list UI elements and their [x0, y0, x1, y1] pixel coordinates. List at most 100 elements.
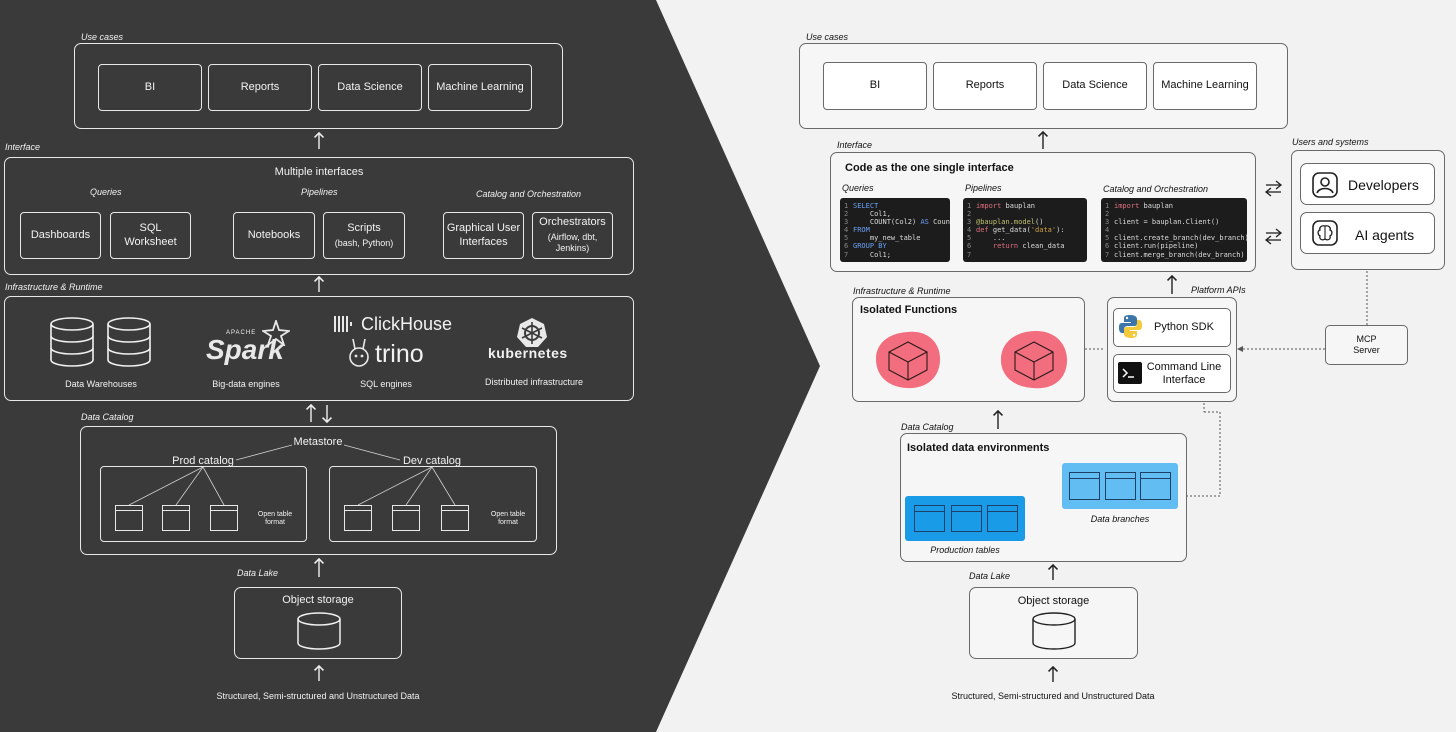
prod-table-1-icon	[115, 505, 143, 531]
left-infra-panel	[4, 296, 634, 401]
right-use-case-machine-learning: Machine Learning	[1153, 62, 1257, 110]
platform-apis-caption: Platform APIs	[1191, 285, 1246, 295]
users-caption: Users and systems	[1292, 137, 1369, 147]
left-pipelines-caption: Pipelines	[301, 187, 338, 197]
left-interface-caption: Interface	[5, 142, 41, 152]
right-use-case-bi: BI	[823, 62, 927, 110]
dev-format-note: Open table format	[490, 511, 526, 527]
right-storage-cylinder-icon	[1032, 612, 1076, 650]
notebooks-box: Notebooks	[233, 212, 315, 259]
prod-catalog-label: Prod catalog	[172, 455, 234, 467]
right-use-case-data-science: Data Science	[1043, 62, 1147, 110]
left-storage-cylinder-icon	[297, 612, 341, 650]
production-table-1-icon	[914, 505, 945, 532]
data-warehouses-label: Data Warehouses	[65, 379, 137, 389]
spark-logo-small: APACHE	[226, 330, 257, 336]
metastore-label: Metastore	[293, 436, 343, 448]
prod-table-2-icon	[162, 505, 190, 531]
sql-code-line: 2 Col1,	[844, 210, 891, 219]
left-object-storage-label: Object storage	[282, 594, 354, 606]
sql-worksheet-box: SQL Worksheet	[110, 212, 191, 259]
function-cube-1-icon	[876, 331, 941, 389]
catalog-code-line: 4	[1105, 226, 1110, 235]
right-interface-caption: Interface	[837, 140, 873, 150]
prod-format-note: Open table format	[257, 511, 293, 527]
sql-code-line: 5 my_new_table	[844, 234, 921, 243]
brain-icon	[1312, 220, 1338, 246]
right-infra-caption: Infrastructure & Runtime	[853, 286, 951, 296]
prod-catalog-box	[100, 466, 307, 542]
production-tables-box	[905, 496, 1025, 541]
dev-table-2-icon	[392, 505, 420, 531]
orchestrators-label: Orchestrators	[539, 216, 606, 229]
right-object-storage-label: Object storage	[1017, 595, 1090, 607]
mcp-server-box: MCP Server	[1325, 325, 1408, 365]
big-data-label: Big-data engines	[212, 379, 280, 389]
dev-catalog-box	[329, 466, 537, 542]
branch-table-1-icon	[1069, 472, 1100, 500]
isolated-data-env-title: Isolated data environments	[907, 442, 1050, 454]
left-catalog-panel-caption: Data Catalog	[81, 412, 134, 422]
pipeline-code-line: 2	[967, 210, 972, 219]
orchestrators-sub: (Airflow, dbt, Jenkins)	[547, 232, 598, 254]
user-exchange-arrows	[1264, 180, 1283, 245]
right-catalog-caption: Catalog and Orchestration	[1103, 184, 1209, 194]
pipeline-code-line: 7	[967, 250, 972, 259]
database-stack-icon	[50, 317, 151, 367]
pipeline-code-line: 6 return clean_data	[967, 242, 1065, 251]
left-use-case-data-science: Data Science	[318, 64, 422, 111]
production-table-3-icon	[987, 505, 1018, 532]
trino-logo: trino	[375, 340, 424, 368]
right-use-case-reports: Reports	[933, 62, 1037, 110]
developers-label: Developers	[1348, 177, 1419, 193]
scripts-sub: (bash, Python)	[334, 238, 394, 249]
left-catalog-panel	[80, 426, 557, 555]
right-lake-caption: Data Lake	[969, 571, 1011, 581]
python-sdk-label: Python SDK	[1154, 321, 1214, 333]
right-pipelines-caption: Pipelines	[965, 183, 1002, 193]
left-interface-title: Multiple interfaces	[274, 166, 364, 178]
trino-bunny-icon	[349, 338, 369, 367]
left-use-cases-caption: Use cases	[81, 32, 124, 42]
isolated-functions-title: Isolated Functions	[860, 304, 958, 316]
kubernetes-logo: kubernetes	[488, 345, 568, 361]
clickhouse-bars-icon	[334, 316, 352, 332]
distributed-label: Distributed infrastructure	[484, 377, 584, 387]
dotted-connectors	[939, 271, 1368, 497]
left-catalog-tree-lines	[128, 444, 456, 506]
clickhouse-logo: ClickHouse	[361, 314, 453, 334]
catalog-code-line: 2	[1105, 210, 1110, 219]
terminal-icon	[1118, 362, 1142, 384]
right-use-cases-caption: Use cases	[806, 32, 849, 42]
left-object-storage-box	[234, 587, 402, 659]
ai-agents-label: AI agents	[1355, 227, 1415, 243]
branch-table-2-icon	[1105, 472, 1136, 500]
left-use-case-machine-learning: Machine Learning	[428, 64, 532, 111]
gui-box: Graphical User Interfaces	[443, 212, 524, 259]
sql-code-line: 3 COUNT(Col2) AS Count	[844, 218, 950, 227]
dev-table-3-icon	[441, 505, 469, 531]
ai-agents-box	[1300, 212, 1435, 254]
data-branches-label: Data branches	[1090, 514, 1150, 524]
prod-table-3-icon	[210, 505, 238, 531]
dev-table-1-icon	[344, 505, 372, 531]
left-flow-arrows	[305, 131, 333, 681]
cli-label: Command Line Interface	[1146, 361, 1222, 386]
mcp-arrowhead	[1237, 346, 1243, 352]
production-table-2-icon	[951, 505, 982, 532]
developer-user-icon	[1312, 172, 1338, 198]
left-queries-caption: Queries	[90, 187, 122, 197]
branch-table-3-icon	[1140, 472, 1171, 500]
left-interface-panel	[4, 157, 634, 275]
production-tables-label: Production tables	[930, 545, 1000, 555]
